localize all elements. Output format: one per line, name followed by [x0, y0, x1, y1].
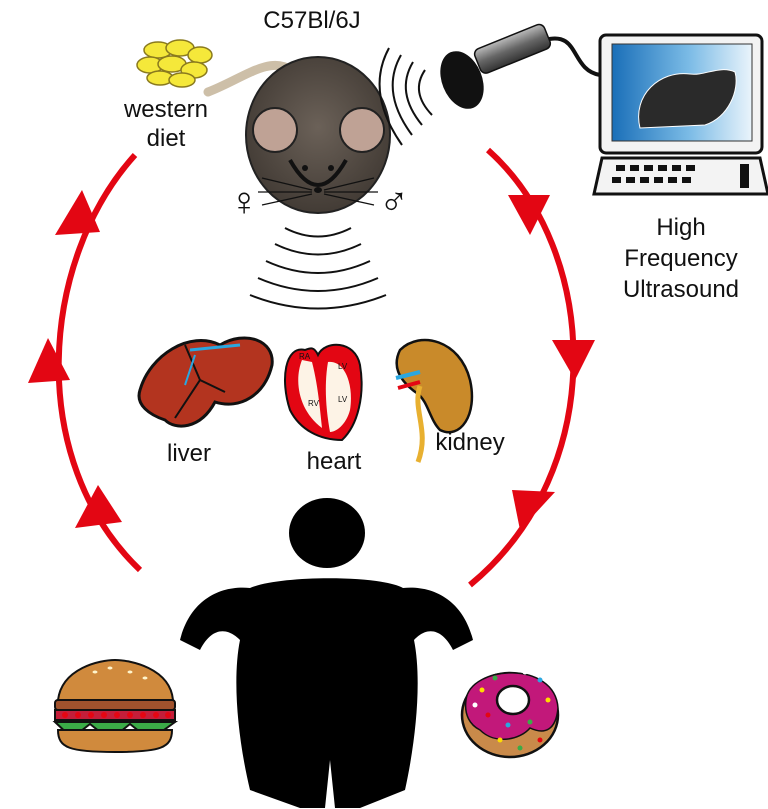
right-arrowhead-2 — [552, 340, 595, 380]
left-arrowhead-1 — [55, 190, 100, 235]
left-arrowhead-2 — [28, 338, 70, 383]
mouse-icon — [203, 56, 391, 214]
heart-rv-label: RV — [308, 399, 320, 408]
right-arrowhead-1 — [508, 195, 550, 235]
ultrasound-label-line1: High — [656, 214, 705, 241]
heart-lv-bottom-label: LV — [338, 395, 348, 404]
kidney-label: kidney — [435, 429, 504, 456]
sound-waves-probe — [378, 47, 433, 146]
male-symbol: ♂ — [379, 180, 409, 224]
cheese-icon — [136, 39, 213, 88]
diet-label-line2: diet — [147, 125, 186, 152]
heart-label: heart — [307, 448, 362, 475]
kidney-icon — [395, 338, 474, 463]
human-silhouette-icon — [180, 498, 473, 808]
female-symbol: ♀ — [229, 180, 259, 224]
right-arrowhead-3 — [512, 490, 555, 530]
ultrasound-image — [638, 69, 737, 129]
silhouette-body — [180, 578, 473, 808]
liver-icon — [137, 336, 274, 428]
strain-label: C57Bl/6J — [263, 7, 360, 34]
silhouette-head — [289, 498, 365, 568]
burger-icon — [52, 658, 179, 754]
ultrasound-label-line2: Frequency — [624, 245, 737, 272]
diet-label-line1: western — [123, 96, 208, 123]
donut-icon — [460, 669, 560, 759]
keyboard-icon — [592, 156, 768, 196]
ultrasound-probe-icon — [440, 23, 601, 109]
left-arrowhead-3 — [75, 485, 122, 528]
cycle-arrows — [28, 147, 595, 588]
sound-waves-down — [249, 227, 387, 310]
heart-ra-label: RA — [299, 352, 311, 361]
ultrasound-label-line3: Ultrasound — [623, 276, 739, 303]
mouse-right-ear — [339, 107, 385, 153]
computer-monitor-icon — [598, 33, 764, 155]
mouse-left-ear — [252, 107, 298, 153]
liver-label: liver — [167, 440, 211, 467]
heart-icon — [284, 343, 363, 442]
heart-lv-top-label: LV — [338, 362, 348, 371]
